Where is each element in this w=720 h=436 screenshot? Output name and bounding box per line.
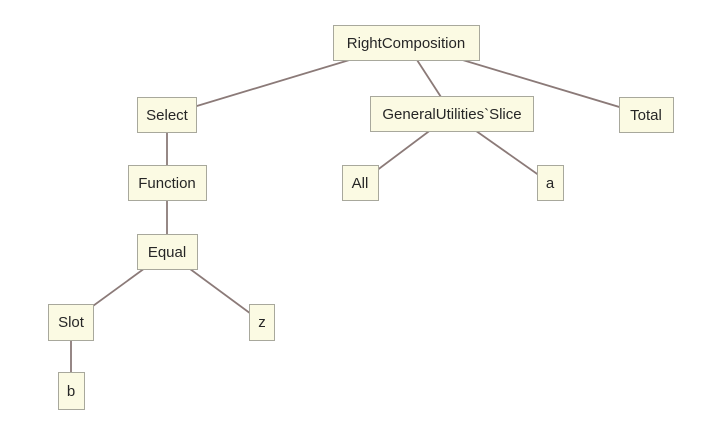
tree-node-label: Slot	[58, 313, 84, 331]
tree-node-label: z	[258, 313, 266, 331]
tree-node-label: Equal	[147, 243, 187, 261]
tree-node-b: b	[57, 372, 85, 410]
tree-node-label: RightComposition	[346, 34, 466, 52]
tree-node-all: All	[341, 165, 379, 201]
tree-node-slot: Slot	[48, 303, 94, 341]
tree-node-label: GeneralUtilities`Slice	[382, 105, 522, 123]
tree-node-select: Select	[137, 97, 197, 133]
tree-node-label: Function	[138, 174, 196, 192]
tree-node-z: z	[249, 303, 275, 341]
tree-node-label: b	[66, 382, 76, 400]
tree-node-label: Select	[146, 106, 188, 124]
tree-node-slice: GeneralUtilities`Slice	[370, 96, 534, 132]
tree-node-rightcomposition: RightComposition	[332, 25, 480, 61]
tree-node-function: Function	[127, 165, 207, 201]
tree-node-label: Total	[630, 106, 662, 124]
tree-node-total: Total	[618, 97, 674, 133]
tree-node-a: a	[536, 165, 564, 201]
tree-node-label: a	[545, 174, 555, 192]
tree-node-equal: Equal	[136, 234, 198, 270]
tree-node-label: All	[351, 174, 369, 192]
